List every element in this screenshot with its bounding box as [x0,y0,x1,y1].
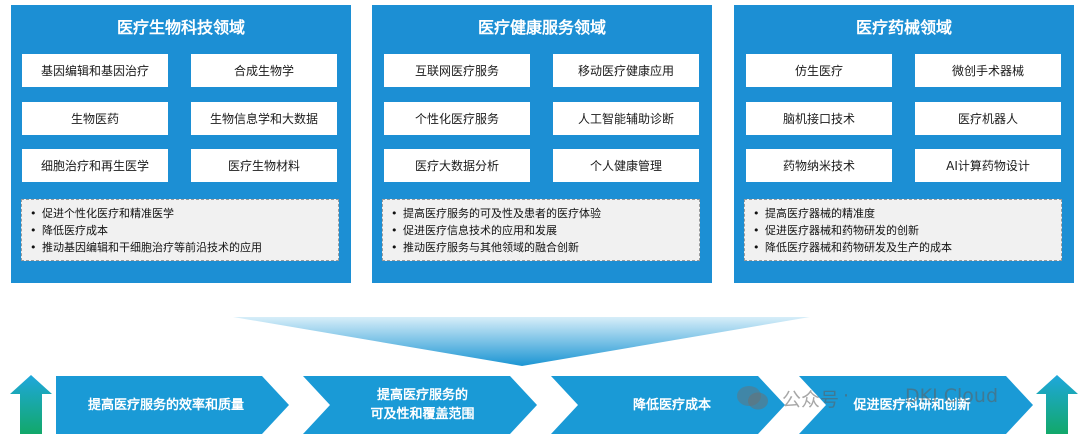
benefits-box: •促进个性化医疗和精准医学 •降低医疗成本 •推动基因编辑和干细胞治疗等前沿技术… [21,199,339,261]
panel-title: 医疗药械领域 [855,18,952,37]
item-internet-medical: 互联网医疗服务 [384,54,530,87]
bullet-icon: • [30,207,37,220]
bullet-icon: • [753,207,760,220]
flow-step-2-label: 提高医疗服务的 可及性和覆盖范围 [320,386,525,424]
item-personalized-services: 个性化医疗服务 [384,102,530,135]
watermark-channel: 公众号 [782,389,840,411]
bullet-icon: • [391,241,398,254]
chevron-step-4 [799,376,1033,434]
item-bionic-medicine: 仿生医疗 [746,54,892,87]
bullet-icon: • [753,224,760,237]
item-personal-health-mgmt: 个人健康管理 [553,149,699,182]
benefit-item: •促进个性化医疗和精准医学 [30,207,174,220]
item-medical-big-data: 医疗大数据分析 [384,149,530,182]
flow-arrows [10,375,1078,434]
funnel-shape [233,317,810,366]
bullet-icon: • [30,241,37,254]
panel-drugs-devices: 医疗药械领域 仿生医疗 微创手术器械 脑机接口技术 医疗机器人 药物纳米技术 A… [734,5,1074,283]
item-bci: 脑机接口技术 [746,102,892,135]
benefit-item: •促进医疗器械和药物研发的创新 [753,224,919,237]
item-biomaterials: 医疗生物材料 [191,149,337,182]
benefits-box: •提高医疗器械的精准度 •促进医疗器械和药物研发的创新 •降低医疗器械和药物研发… [744,199,1062,261]
item-gene-editing: 基因编辑和基因治疗 [22,54,168,87]
arrow-up-icon [1036,375,1078,434]
panel-title: 医疗健康服务领域 [477,18,606,37]
item-biomedicine: 生物医药 [22,102,168,135]
item-nano-drugs: 药物纳米技术 [746,149,892,182]
item-medical-robot: 医疗机器人 [915,102,1061,135]
item-minimally-invasive: 微创手术器械 [915,54,1061,87]
benefit-item: •提高医疗服务的可及性及患者的医疗体验 [391,207,601,220]
watermark-dot: · [843,385,850,407]
bullet-icon: • [30,224,37,237]
item-ai-diagnosis: 人工智能辅助诊断 [553,102,699,135]
panel-bio-tech: 医疗生物科技领域 基因编辑和基因治疗 合成生物学 生物医药 生物信息学和大数据 … [11,5,351,283]
benefit-item: •提高医疗器械的精准度 [753,207,875,220]
chevron-step-3 [551,376,785,434]
item-bioinformatics: 生物信息学和大数据 [191,102,337,135]
flow-step-4-label: 促进医疗科研和创新 [853,398,971,413]
funnel-triangle [233,317,810,366]
bullet-icon: • [391,224,398,237]
flow-step-1-label: 提高医疗服务的效率和质量 [87,398,244,413]
flow-step-2-line-2: 可及性和覆盖范围 [370,407,475,422]
panel-title: 医疗生物科技领域 [116,18,245,37]
item-cell-therapy: 细胞治疗和再生医学 [22,149,168,182]
flow-step-3-label: 降低医疗成本 [632,398,711,413]
panel-health-services: 医疗健康服务领域 互联网医疗服务 移动医疗健康应用 个性化医疗服务 人工智能辅助… [372,5,712,283]
wechat-icon [737,386,768,410]
chevron-step-1 [56,376,289,434]
benefit-item: •推动医疗服务与其他领域的融合创新 [391,241,579,254]
item-mobile-health-apps: 移动医疗健康应用 [553,54,699,87]
benefit-item: •推动基因编辑和干细胞治疗等前沿技术的应用 [30,241,262,254]
item-synthetic-biology: 合成生物学 [191,54,337,87]
bullet-icon: • [753,241,760,254]
chevron-step-2 [303,376,537,434]
benefit-item: •降低医疗器械和药物研发及生产的成本 [753,241,952,254]
watermark-name: DKI Cloud [905,385,999,407]
item-ai-drug-design: AI计算药物设计 [915,149,1061,182]
bullet-icon: • [391,207,398,220]
benefit-item: •促进医疗信息技术的应用和发展 [391,224,557,237]
benefits-box: •提高医疗服务的可及性及患者的医疗体验 •促进医疗信息技术的应用和发展 •推动医… [382,199,700,261]
benefit-item: •降低医疗成本 [30,224,108,237]
arrow-up-icon [10,375,52,434]
flow-step-2-line-1: 提高医疗服务的 [376,388,468,403]
